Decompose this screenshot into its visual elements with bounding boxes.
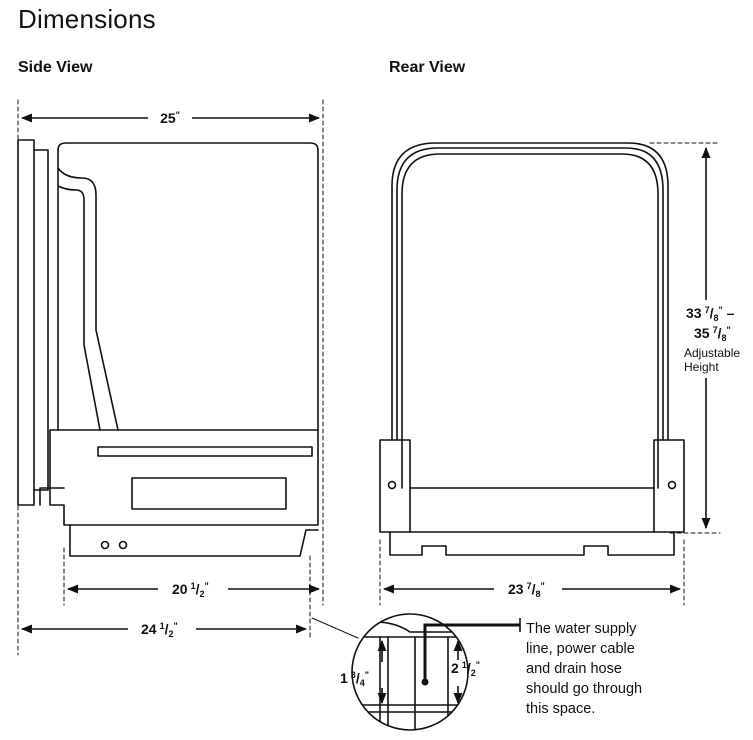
tub-outline [57,142,319,431]
height-note-1: Adjustable [684,346,740,360]
dim-total-depth: 25" [160,110,180,126]
door-panel [17,139,35,506]
cable-end-dot [421,678,429,686]
right-bracket [653,439,685,533]
rear-inner-frame [401,153,659,489]
detail-note-line-2: line, power cable [526,641,635,657]
detail-note-line-3: and drain hose [526,661,622,677]
detail-note-line-1: The water supply [526,621,637,637]
rear-view-drawing [379,142,721,606]
detail-magnifier [351,613,469,731]
rear-outer-frame [391,142,669,441]
rear-view-label: Rear View [389,59,466,76]
left-bracket [379,439,411,533]
side-view-label: Side View [18,59,93,76]
side-view-drawing [17,99,324,656]
detail-leader [311,617,359,639]
detail-note-line-5: this space. [526,701,595,717]
height-note-2: Height [684,360,719,374]
rear-base [389,531,675,556]
base-panel [131,477,287,510]
feet-rail [69,524,319,557]
leveling-hole-1 [100,540,110,550]
cable-path [423,623,520,682]
leveling-hole-2 [118,540,128,550]
detail-note-line-4: should go through [526,681,642,697]
door-inner-panel [33,149,49,491]
base-slot [97,446,313,457]
base-frame [49,429,319,526]
page-title: Dimensions [18,4,156,34]
